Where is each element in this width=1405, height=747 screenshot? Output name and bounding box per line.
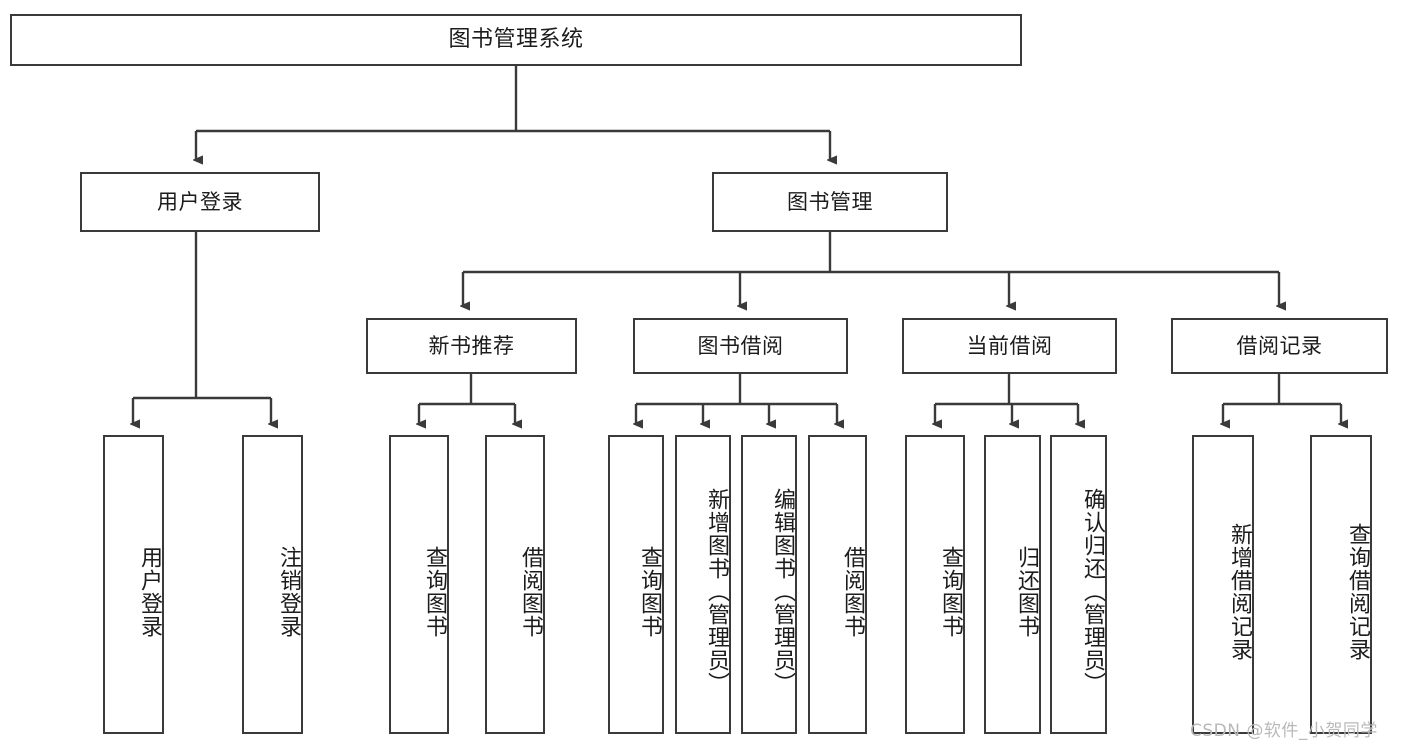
node-label: 查询图书	[938, 545, 963, 638]
node-label: 注销登录	[276, 545, 301, 638]
leaf-borrow-book-new[interactable]: 借阅图书	[485, 435, 545, 734]
node-new-book-recommend[interactable]: 新书推荐	[366, 318, 577, 374]
leaf-confirm-return-admin[interactable]: 确认归还（管理员）	[1050, 435, 1107, 734]
node-label: 当前借阅	[966, 333, 1053, 358]
leaf-return-book[interactable]: 归还图书	[984, 435, 1041, 734]
node-label: 确认归还（管理员）	[1080, 488, 1105, 695]
node-label: 用户登录	[157, 189, 243, 214]
node-borrow-record[interactable]: 借阅记录	[1171, 318, 1388, 374]
node-label: 借阅图书	[840, 545, 865, 638]
node-label: 归还图书	[1014, 545, 1039, 638]
node-label: 查询图书	[422, 545, 447, 638]
node-label: 借阅图书	[518, 545, 543, 638]
node-label: 用户登录	[137, 545, 162, 638]
node-book-borrow[interactable]: 图书借阅	[633, 318, 848, 374]
node-current-borrow[interactable]: 当前借阅	[902, 318, 1117, 374]
leaf-borrow-book[interactable]: 借阅图书	[808, 435, 867, 734]
node-label: 新书推荐	[428, 333, 515, 358]
leaf-user-login[interactable]: 用户登录	[103, 435, 164, 734]
leaf-query-book-new[interactable]: 查询图书	[389, 435, 449, 734]
csdn-watermark: CSDN @软件_小贺同学	[1190, 721, 1378, 741]
leaf-add-borrow-record[interactable]: 新增借阅记录	[1192, 435, 1254, 734]
leaf-query-book-current[interactable]: 查询图书	[905, 435, 965, 734]
node-book-management[interactable]: 图书管理	[712, 172, 948, 232]
node-label: 新增图书（管理员）	[704, 488, 729, 695]
node-label: 编辑图书（管理员）	[770, 488, 795, 695]
node-root-system[interactable]: 图书管理系统	[10, 14, 1022, 66]
node-label: 图书借阅	[697, 333, 784, 358]
leaf-logout[interactable]: 注销登录	[242, 435, 303, 734]
node-label: 图书管理系统	[448, 27, 584, 53]
node-label: 查询图书	[637, 545, 662, 638]
leaf-query-book-borrow[interactable]: 查询图书	[608, 435, 664, 734]
node-label: 查询借阅记录	[1345, 522, 1370, 661]
node-label: 借阅记录	[1236, 333, 1323, 358]
node-label: 新增借阅记录	[1227, 522, 1252, 661]
leaf-edit-book-admin[interactable]: 编辑图书（管理员）	[741, 435, 797, 734]
node-user-login[interactable]: 用户登录	[80, 172, 320, 232]
leaf-add-book-admin[interactable]: 新增图书（管理员）	[675, 435, 731, 734]
leaf-query-borrow-record[interactable]: 查询借阅记录	[1310, 435, 1372, 734]
node-label: 图书管理	[787, 189, 873, 214]
